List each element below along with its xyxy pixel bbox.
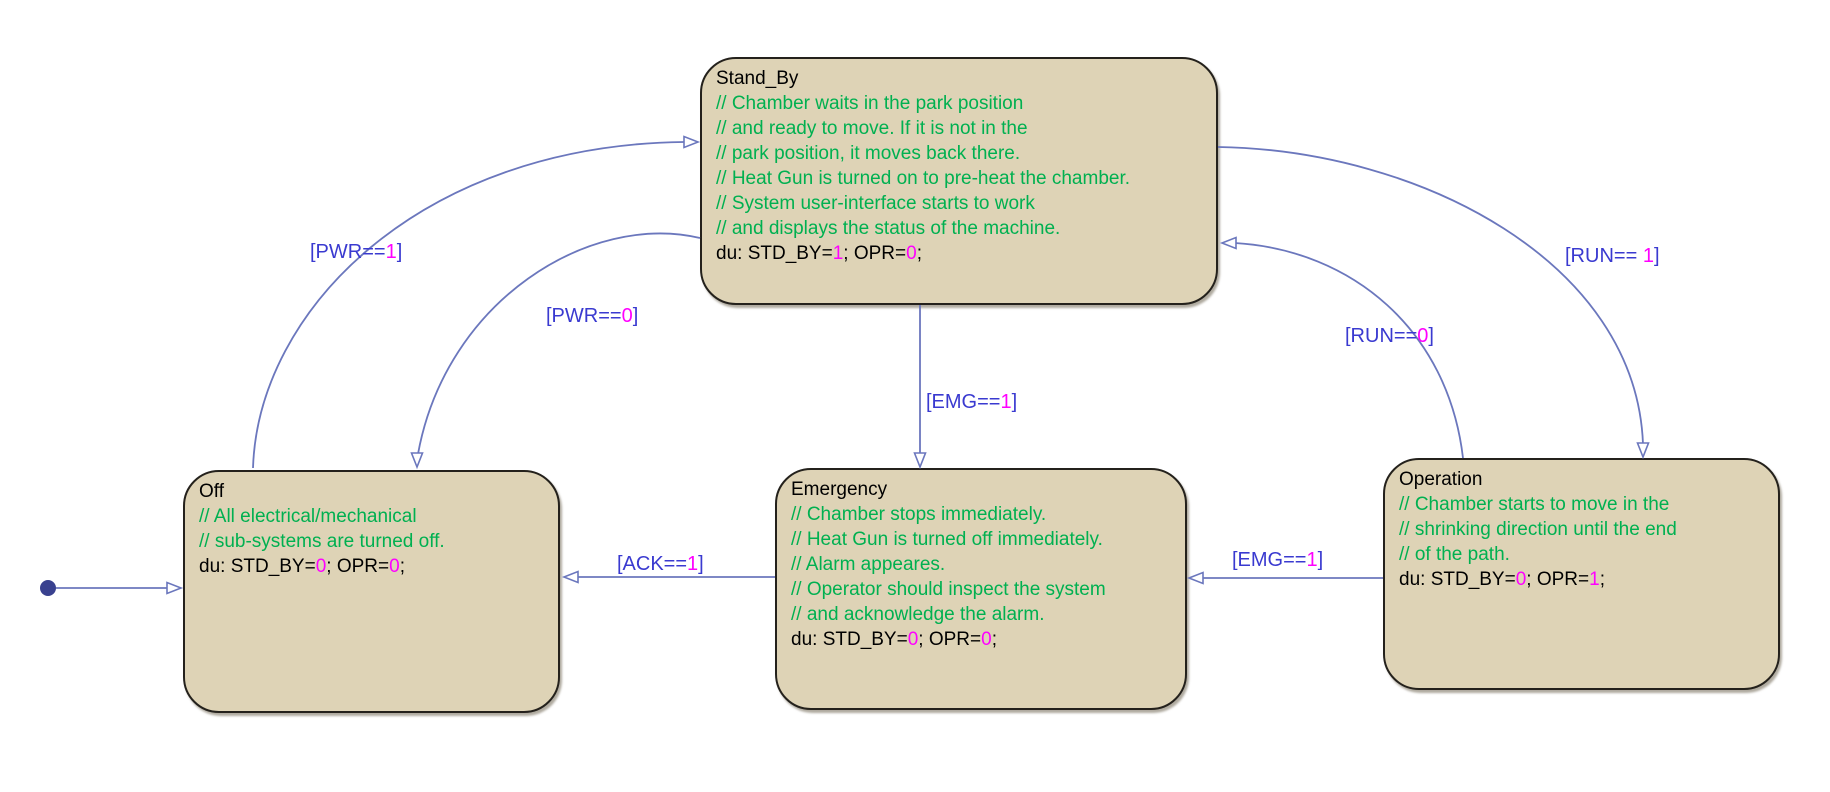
state-comment: // and displays the status of the machin… [716,218,1061,239]
arrowhead-right-icon [683,135,701,149]
transition-standby-to-off[interactable] [417,232,701,455]
arrowhead-left-icon [561,570,579,584]
guard-label-pwr-1[interactable]: [PWR==1] [310,241,402,263]
state-operation[interactable]: Operation // Chamber starts to move in t… [1383,458,1780,690]
state-comment: // and acknowledge the alarm. [791,604,1045,625]
state-comment: // Chamber waits in the park position [716,93,1024,114]
state-stand-by[interactable]: Stand_By // Chamber waits in the park po… [700,57,1218,305]
state-comment: // Alarm appeares. [791,554,946,575]
state-during-action: du: STD_BY=1; OPR=0; [716,243,922,264]
initial-state-dot [40,580,56,596]
transition-standby-to-operation[interactable] [1217,146,1644,445]
guard-label-emg-right[interactable]: [EMG==1] [1232,549,1323,571]
arrowhead-down-icon [410,452,424,470]
state-comment: // of the path. [1399,544,1510,565]
state-title: Stand_By [716,68,799,89]
state-comment: // Operator should inspect the system [791,579,1106,600]
state-during-action: du: STD_BY=0; OPR=1; [1399,569,1605,590]
arrowhead-down-icon [913,452,927,470]
state-title: Emergency [791,479,888,500]
transition-operation-to-standby[interactable] [1234,242,1464,459]
transition-off-to-standby[interactable] [252,141,685,469]
state-during-action: du: STD_BY=0; OPR=0; [791,629,997,650]
guard-label-pwr-0[interactable]: [PWR==0] [546,305,638,327]
state-emergency[interactable]: Emergency // Chamber stops immediately. … [775,468,1187,710]
state-comment: // Heat Gun is turned on to pre-heat the… [716,168,1131,189]
state-comment: // sub-systems are turned off. [199,531,445,552]
state-comment: // park position, it moves back there. [716,143,1021,164]
state-comment: // Chamber stops immediately. [791,504,1047,525]
state-comment: // Heat Gun is turned off immediately. [791,529,1103,550]
state-title: Off [199,481,224,502]
guard-label-ack-1[interactable]: [ACK==1] [617,553,704,575]
arrowhead-left-icon [1186,571,1204,585]
state-during-action: du: STD_BY=0; OPR=0; [199,556,405,577]
arrowhead-down-icon [1636,442,1650,460]
state-comment: // shrinking direction until the end [1399,519,1677,540]
state-comment: // Chamber starts to move in the [1399,494,1670,515]
guard-label-run-0[interactable]: [RUN==0] [1345,325,1434,347]
guard-label-emg-top[interactable]: [EMG==1] [926,391,1017,413]
state-comment: // and ready to move. If it is not in th… [716,118,1028,139]
guard-label-run-1[interactable]: [RUN== 1] [1565,245,1660,267]
state-title: Operation [1399,469,1483,490]
state-comment: // All electrical/mechanical [199,506,417,527]
arrowhead-left-icon [1219,236,1237,250]
arrowhead-right-icon [166,581,184,595]
state-off[interactable]: Off // All electrical/mechanical // sub-… [183,470,560,713]
state-comment: // System user-interface starts to work [716,193,1035,214]
